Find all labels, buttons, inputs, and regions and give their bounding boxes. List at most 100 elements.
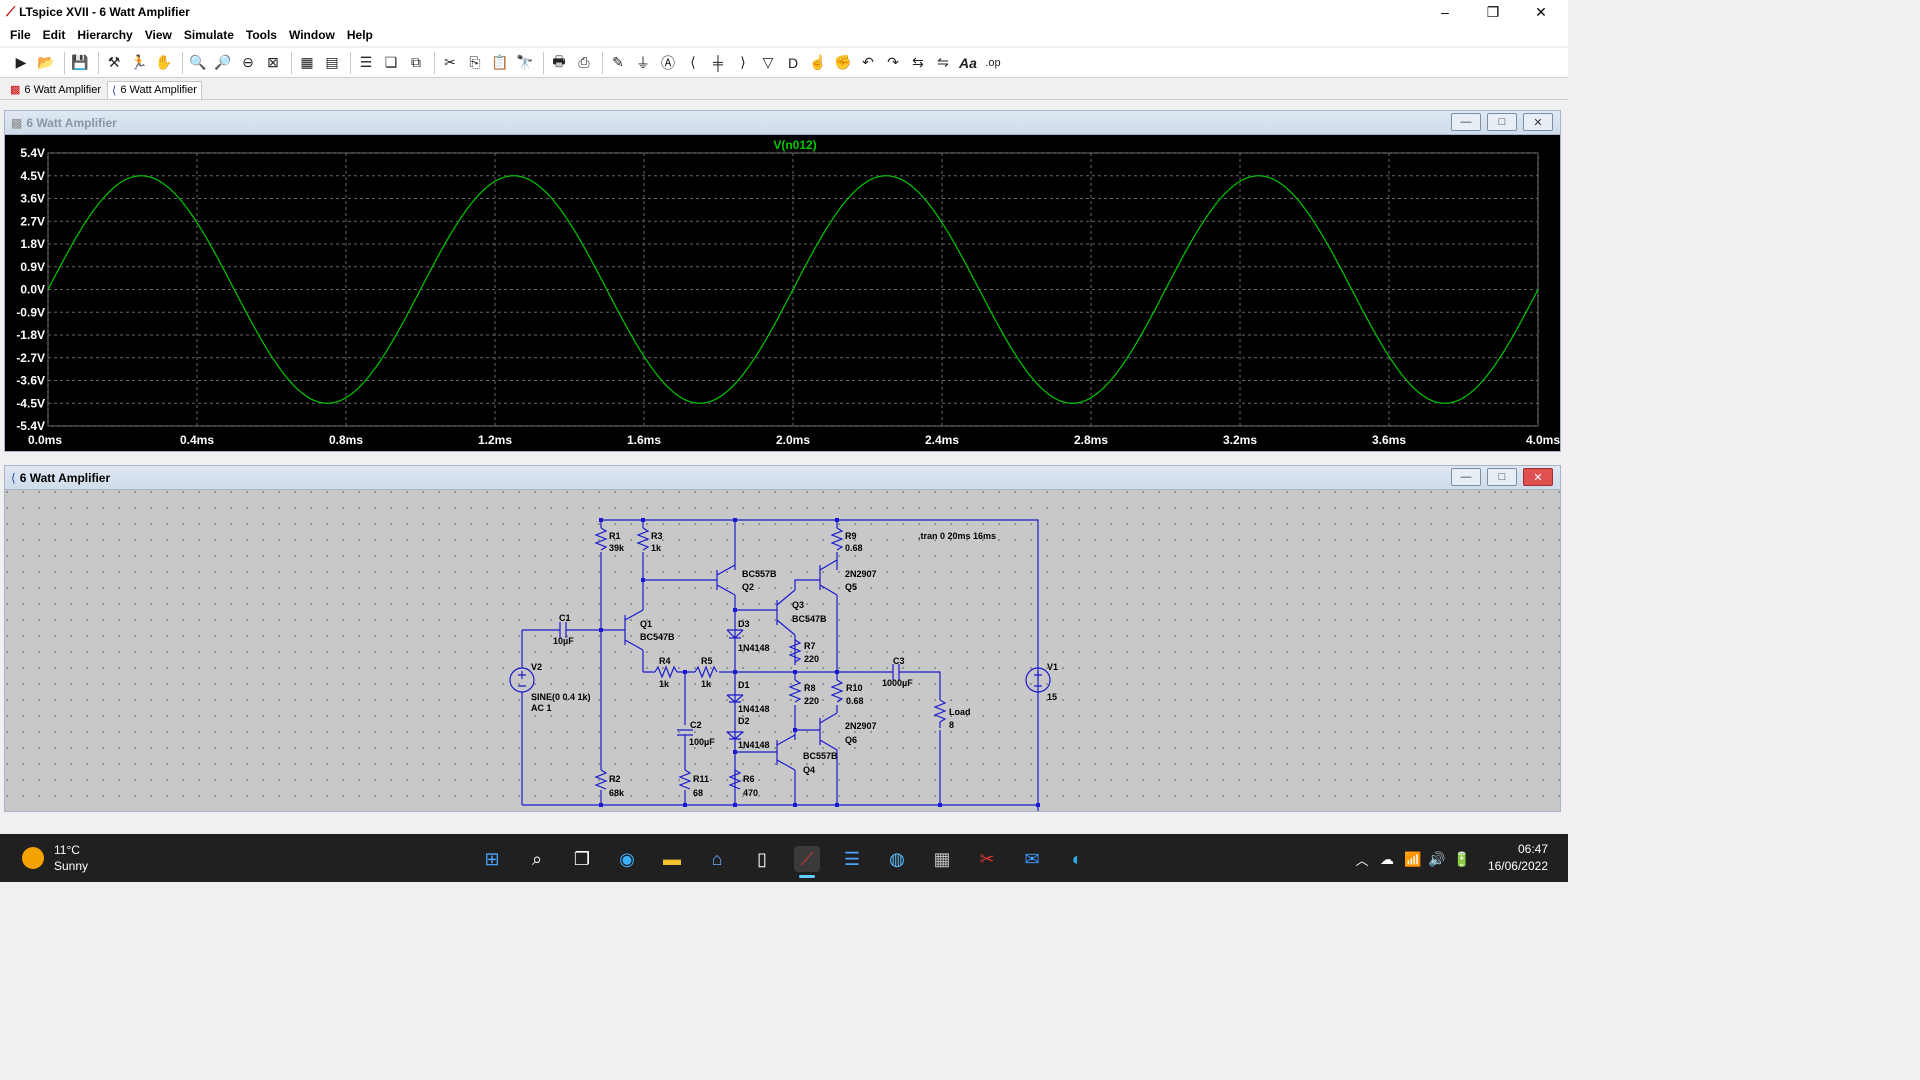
zoom-fit-icon[interactable]: ⊠ [267,54,279,70]
value-r6: 470 [743,788,758,798]
mirror-icon[interactable]: ⇋ [937,54,949,70]
notes-icon[interactable]: ☰ [843,848,861,869]
weather-sun-icon[interactable] [22,847,44,869]
grid-icon[interactable]: ▤ [325,54,339,70]
menu-tools[interactable]: Tools [245,28,277,42]
wifi-icon[interactable]: 📶 [1404,850,1422,867]
onedrive-icon[interactable]: ☁ [1380,850,1394,867]
run-simulation-icon[interactable]: 🏃 [130,54,148,70]
control-panel-icon[interactable]: ⚒ [107,54,121,70]
schematic-minimize-button[interactable]: — [1451,468,1481,486]
zoom-out-icon[interactable]: ⊖ [242,54,254,70]
capacitor-icon[interactable]: ╪ [713,54,723,71]
ltspice-taskbar-icon[interactable]: ⟋ [794,846,820,872]
menu-file[interactable]: File [10,28,31,42]
tile-horizontal-icon[interactable]: ☰ [359,54,373,70]
zoom-area-icon[interactable]: 🔎 [214,54,232,70]
edge-browser-icon[interactable]: ◐ [1071,848,1083,869]
component-icon[interactable]: D [787,54,799,71]
drag-icon[interactable]: ✊ [834,54,852,70]
minimize-button[interactable]: – [1441,4,1449,20]
close-button[interactable]: ✕ [1535,3,1547,20]
restore-button[interactable]: ❐ [1486,3,1500,20]
volume-icon[interactable]: 🔊 [1428,850,1446,867]
model-q3: BC547B [792,614,827,624]
edge-icon[interactable]: ◉ [619,848,635,869]
diode-icon[interactable]: ▽ [762,54,774,70]
cut-icon[interactable]: ✂ [444,54,456,70]
spice-directive-icon[interactable]: .op [985,56,1001,69]
y-tick-label: 3.6V [20,192,45,206]
document-tabs: ▩ 6 Watt Amplifier ⟨ 6 Watt Amplifier [0,80,1568,100]
label-net-icon[interactable]: Ⓐ [661,54,675,71]
weather-condition[interactable]: Sunny [54,859,89,873]
rotate-icon[interactable]: ⇆ [912,54,924,70]
calculator-icon[interactable]: ▦ [933,848,951,869]
menu-window[interactable]: Window [288,28,335,42]
file-explorer-icon[interactable]: ▬ [663,848,681,869]
spice-directive[interactable]: .tran 0 20ms 16ms [918,531,996,541]
search-icon[interactable]: ⌕ [531,848,543,869]
menu-edit[interactable]: Edit [42,28,66,42]
ground-icon[interactable]: ⏚ [636,54,650,71]
label-d2: D2 [738,716,750,726]
schematic-wires [509,519,1051,811]
snipping-tool-icon[interactable]: ✂ [979,848,995,869]
trace-v-n012[interactable] [47,175,1539,404]
text-icon[interactable]: Aa [959,54,977,71]
x-tick-label: 1.6ms [627,433,661,447]
menu-help[interactable]: Help [346,28,373,42]
store-icon[interactable]: ⌂ [711,848,723,869]
label-d1: D1 [738,680,750,690]
y-tick-label: -4.5V [16,396,45,410]
label-c1: C1 [559,613,571,623]
menu-view[interactable]: View [144,28,172,42]
waveform-close-button[interactable]: ✕ [1523,113,1553,131]
waveform-plot[interactable]: V(n012) 5.4V4.5V3.6V2.7V1.8V0.9V0.0V-0.9… [5,135,1560,451]
start-icon[interactable]: ⊞ [484,848,500,869]
waveform-maximize-button[interactable]: □ [1487,113,1517,131]
trace-label[interactable]: V(n012) [773,138,816,152]
tab-waveform[interactable]: ▩ 6 Watt Amplifier [10,83,102,97]
clock-time[interactable]: 06:47 [1517,842,1548,856]
clock-date[interactable]: 16/06/2022 [1487,859,1548,873]
schematic-canvas[interactable]: R1 39k R3 1k R9 0.68 .tran 0 20ms 16ms B… [5,490,1560,811]
notepad-icon[interactable]: ▯ [757,848,767,869]
paste-icon[interactable]: 📋 [491,54,509,70]
save-icon[interactable]: 💾 [71,54,89,70]
copy-icon[interactable]: ⎘ [469,54,481,70]
inductor-icon[interactable]: ⟩ [740,54,746,70]
zoom-in-icon[interactable]: 🔍 [189,54,207,70]
model-d2: 1N4148 [738,740,770,750]
print-setup-icon[interactable]: 🖶 [552,52,566,69]
schematic-close-button[interactable]: ✕ [1523,468,1553,486]
pencil-icon[interactable]: ✎ [612,54,624,70]
schematic-maximize-button[interactable]: □ [1487,468,1517,486]
y-tick-label: 5.4V [20,146,45,160]
mail-icon[interactable]: ✉ [1024,848,1040,869]
autorange-icon[interactable]: ▦ [300,54,314,70]
open-icon[interactable]: 📂 [37,54,55,70]
chevron-up-icon[interactable]: ︿ [1355,852,1369,868]
run-icon[interactable]: ▶ [15,54,27,70]
task-view-icon[interactable]: ❐ [573,848,591,869]
battery-icon[interactable]: 🔋 [1453,850,1471,867]
menu-simulate[interactable]: Simulate [183,28,234,42]
undo-icon[interactable]: ↶ [862,54,874,70]
waveform-minimize-button[interactable]: — [1451,113,1481,131]
find-icon[interactable]: 🔭 [516,54,534,70]
weather-temp[interactable]: 11°C [54,843,80,857]
menu-hierarchy[interactable]: Hierarchy [77,28,133,42]
model-q5: 2N2907 [845,569,877,579]
print-icon[interactable]: ⎙ [578,54,590,70]
pan-icon[interactable]: ✋ [155,54,173,70]
move-icon[interactable]: ☝ [809,54,827,70]
redo-icon[interactable]: ↷ [887,54,899,70]
cascade-icon[interactable]: ❏ [384,54,398,70]
globe-icon[interactable]: ◍ [889,848,905,869]
resistor-icon[interactable]: ⟨ [690,54,696,70]
tile-vertical-icon[interactable]: ⧉ [411,54,421,70]
y-tick-label: -1.8V [16,328,45,342]
tab-schematic[interactable]: ⟨ 6 Watt Amplifier [107,80,202,99]
label-r3: R3 [651,531,663,541]
